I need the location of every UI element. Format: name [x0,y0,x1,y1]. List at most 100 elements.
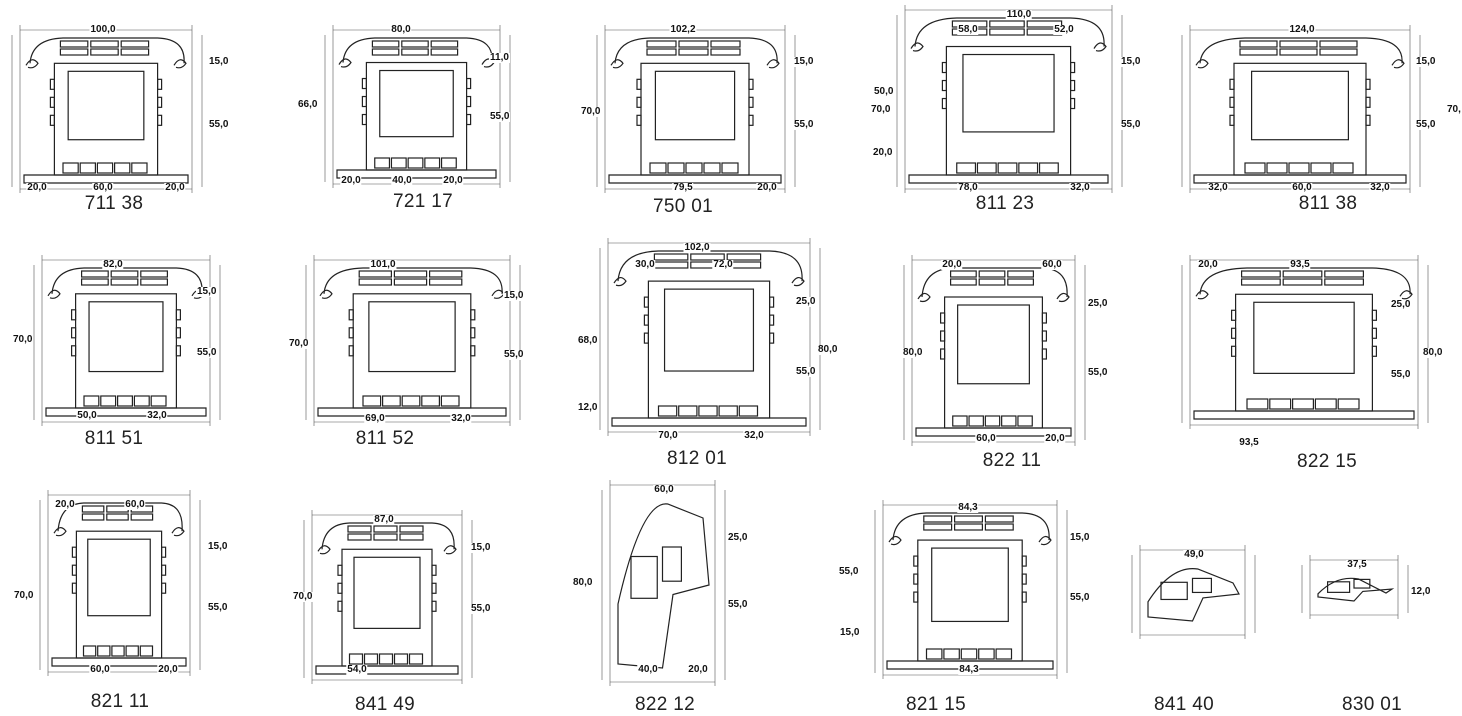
dimension-label: 20,0 [1197,259,1219,270]
profile-code-label: 750 01 [653,196,713,217]
dimension-label: 70, [1446,104,1462,115]
profile-code-label: 812 01 [667,448,727,469]
dimension-label: 60,0 [92,182,114,193]
dimension-label: 80,0 [1422,347,1444,358]
profile-section-drawing [1193,37,1407,184]
dimension-lines [1181,255,1429,429]
dimension-label: 69,0 [364,413,386,424]
dimension-lines [1131,545,1256,639]
profile-code-label: 821 11 [90,691,150,712]
dimension-label: 55,0 [838,566,860,577]
dimension-label: 55,0 [503,349,525,360]
dimension-label: 20,0 [340,175,362,186]
dimension-label: 79,5 [672,182,694,193]
dimension-label: 84,3 [957,502,979,513]
dimension-label: 55,0 [196,347,218,358]
dimension-label: 15,0 [1415,56,1437,67]
dimension-label: 55,0 [1120,119,1142,130]
profile-code-label: 811 38 [1298,193,1358,214]
dimension-label: 66,0 [297,99,319,110]
profile-code-label: 811 52 [355,428,415,449]
profile-code-label: 822 11 [982,450,1042,471]
dimension-label: 32,0 [1069,182,1091,193]
profile-section-drawing [23,37,189,184]
dimension-label: 70,0 [13,590,35,601]
profile-section-drawing [1317,577,1395,602]
profile-section-drawing [1147,568,1240,622]
profile-section-drawing [611,250,807,427]
dimension-label: 20,0 [26,182,48,193]
profile-code-label: 811 51 [84,428,144,449]
dimension-label: 55,0 [489,111,511,122]
dimension-label: 20,0 [442,175,464,186]
dimension-label: 93,5 [1238,437,1260,448]
dimension-label: 55,0 [207,602,229,613]
dimension-label: 70,0 [657,430,679,441]
dimension-label: 25,0 [1390,299,1412,310]
dimension-label: 78,0 [957,182,979,193]
profile-section-drawing [915,267,1072,437]
dimension-label: 72,0 [712,259,734,270]
dimension-label: 84,3 [958,664,980,675]
dimension-label: 60,0 [89,664,111,675]
profile-code-label: 841 49 [355,694,415,715]
profile-section-drawing [315,522,459,675]
dimension-label: 50,0 [873,86,895,97]
dimension-label: 15,0 [839,627,861,638]
profile-section-drawing [1193,267,1415,420]
dimension-label: 20,0 [687,664,709,675]
dimension-label: 15,0 [793,56,815,67]
dimension-label: 55,0 [470,603,492,614]
dimension-label: 102,0 [683,242,711,253]
dimension-label: 52,0 [1053,24,1075,35]
dimension-label: 25,0 [727,532,749,543]
dimension-label: 15,0 [207,541,229,552]
dimension-label: 68,0 [577,335,599,346]
dimension-label: 55,0 [1069,592,1091,603]
dimension-label: 30,0 [634,259,656,270]
dimension-label: 55,0 [727,599,749,610]
dimension-label: 80,0 [817,344,839,355]
dimension-label: 70,0 [12,334,34,345]
profile-section-drawing [336,37,497,179]
dimension-label: 32,0 [1207,182,1229,193]
dimension-label: 20,0 [941,259,963,270]
dimension-label: 80,0 [390,24,412,35]
dimension-label: 15,0 [208,56,230,67]
dimension-label: 60,0 [124,499,146,510]
dimension-label: 20,0 [54,499,76,510]
profile-code-label: 721 17 [393,191,453,212]
profile-section-drawing [886,512,1054,670]
dimension-label: 70,0 [292,591,314,602]
profile-section-drawing [45,267,207,417]
dimension-label: 55,0 [1390,369,1412,380]
dimension-lines [305,255,521,426]
dimension-label: 15,0 [1120,56,1142,67]
profile-section-drawing [51,502,187,667]
dimension-label: 80,0 [572,577,594,588]
dimension-label: 100,0 [89,24,117,35]
dimension-label: 55,0 [1087,367,1109,378]
dimension-label: 25,0 [795,296,817,307]
profile-code-label: 841 40 [1154,694,1214,715]
profile-code-label: 830 01 [1342,694,1402,715]
dimension-label: 20,0 [157,664,179,675]
profile-code-label: 711 38 [84,193,144,214]
dimension-label: 55,0 [795,366,817,377]
dimension-label: 32,0 [146,410,168,421]
dimension-label: 93,5 [1289,259,1311,270]
dimension-label: 80,0 [902,347,924,358]
dimension-label: 55,0 [1415,119,1437,130]
profile-section-drawing [608,37,782,184]
dimension-label: 82,0 [102,259,124,270]
dimension-label: 12,0 [1410,586,1432,597]
dimension-label: 15,0 [1069,532,1091,543]
dimension-label: 20,0 [1044,433,1066,444]
dimension-label: 54,0 [346,664,368,675]
dimension-label: 32,0 [450,413,472,424]
